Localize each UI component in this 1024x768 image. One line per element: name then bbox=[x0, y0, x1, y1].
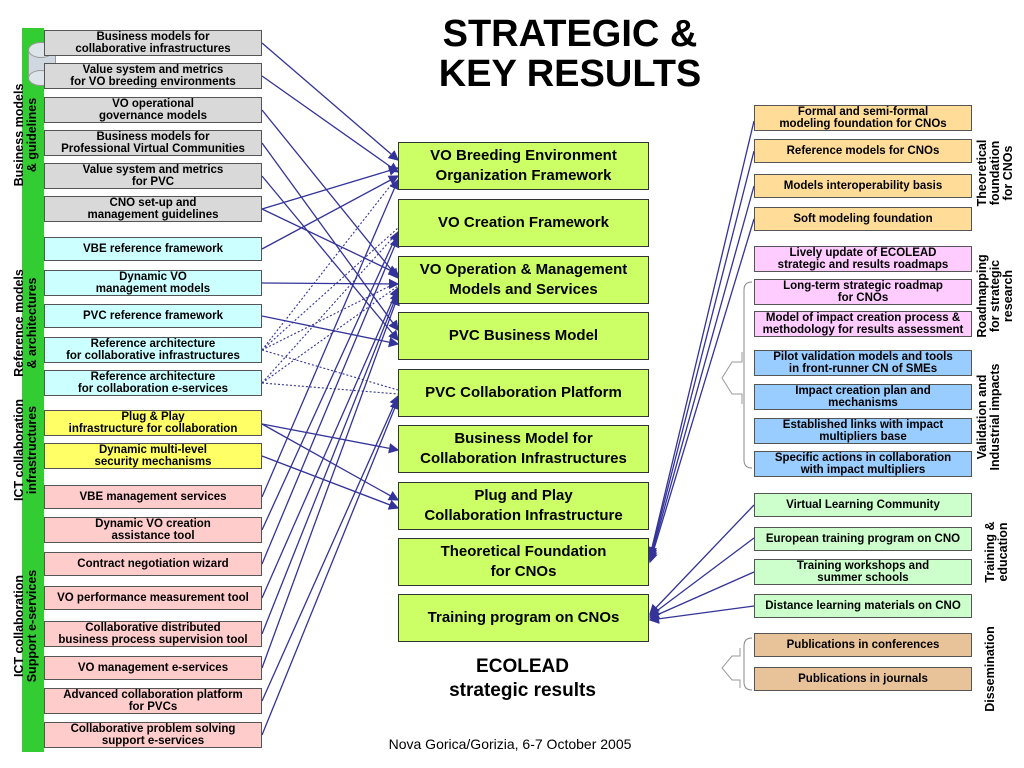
link-line bbox=[261, 142, 399, 332]
right-box-european-training: European training program on CNO bbox=[754, 527, 972, 551]
left-group-label-business-models: Business models & guidelines bbox=[12, 83, 39, 187]
link-line bbox=[647, 150, 755, 560]
right-box-distance-learning: Distance learning materials on CNO bbox=[754, 594, 972, 618]
link-line bbox=[648, 537, 755, 617]
link-line bbox=[261, 175, 400, 250]
link-line bbox=[261, 230, 399, 531]
right-box-impact-plan: Impact creation plan and mechanisms bbox=[754, 384, 972, 410]
center-box-pvc-business: PVC Business Model bbox=[398, 312, 649, 360]
left-box-vo-governance: VO operational governance models bbox=[44, 97, 262, 123]
footer-text: Nova Gorica/Gorizia, 6-7 October 2005 bbox=[388, 736, 632, 752]
right-box-journals: Publications in journals bbox=[754, 667, 972, 691]
link-line bbox=[647, 120, 755, 558]
left-box-dynamic-vo-models: Dynamic VO management models bbox=[44, 270, 262, 296]
right-box-soft-modeling: Soft modeling foundation bbox=[754, 207, 972, 231]
left-box-problem-solving: Collaborative problem solving support e-… bbox=[44, 722, 262, 748]
link-line bbox=[261, 236, 400, 565]
dotted-link-line bbox=[261, 349, 399, 391]
left-group-label-ict-support: ICT collaboration Support e-services bbox=[12, 569, 39, 683]
center-box-vo-creation: VO Creation Framework bbox=[398, 199, 649, 247]
right-group-label-training: Training & education bbox=[983, 521, 1010, 583]
right-box-lively-update: Lively update of ECOLEAD strategic and r… bbox=[754, 246, 972, 272]
left-box-vbe-services: VBE management services bbox=[44, 485, 262, 509]
dotted-link-line bbox=[261, 281, 399, 351]
link-line bbox=[648, 571, 755, 620]
left-box-pvc-reference: PVC reference framework bbox=[44, 304, 262, 328]
right-group-label-dissemination: Dissemination bbox=[983, 626, 997, 712]
link-line bbox=[261, 208, 400, 275]
center-box-business-infra: Business Model for Collaboration Infrast… bbox=[398, 425, 649, 473]
left-box-bp-supervision: Collaborative distributed business proce… bbox=[44, 621, 262, 647]
left-box-contract-wizard: Contract negotiation wizard bbox=[44, 552, 262, 576]
hollow-arrow-icon bbox=[721, 648, 741, 688]
left-box-value-system-pvc: Value system and metrics for PVC bbox=[44, 163, 262, 189]
center-box-training: Training program on CNOs bbox=[398, 594, 649, 642]
left-box-vo-creation-tool: Dynamic VO creation assistance tool bbox=[44, 517, 262, 543]
link-line bbox=[261, 278, 400, 290]
right-box-long-term-roadmap: Long-term strategic roadmap for CNOs bbox=[754, 279, 972, 305]
link-line bbox=[261, 286, 400, 599]
ecolead-caption: ECOLEAD strategic results bbox=[449, 656, 596, 701]
page-title: STRATEGIC & KEY RESULTS bbox=[438, 13, 702, 95]
link-line bbox=[261, 178, 400, 498]
link-line bbox=[647, 218, 755, 564]
link-line bbox=[261, 394, 400, 702]
left-box-vbe-reference: VBE reference framework bbox=[44, 237, 262, 261]
right-group-label-theoretical: Theoretical foundation for CNOs bbox=[975, 139, 1015, 207]
dotted-link-line bbox=[261, 231, 399, 384]
right-box-virtual-learning: Virtual Learning Community bbox=[754, 493, 972, 517]
link-line bbox=[261, 398, 400, 736]
left-box-vo-eservices: VO management e-services bbox=[44, 656, 262, 680]
right-box-conferences: Publications in conferences bbox=[754, 633, 972, 657]
hollow-arrow-icon bbox=[721, 352, 743, 404]
dotted-link-line bbox=[261, 175, 399, 351]
right-box-specific-actions: Specific actions in collaboration with i… bbox=[754, 451, 972, 477]
left-box-plug-play: Plug & Play infrastructure for collabora… bbox=[44, 410, 262, 436]
center-box-vbe-framework: VO Breeding Environment Organization Fra… bbox=[398, 142, 649, 190]
right-box-multipliers-links: Established links with impact multiplier… bbox=[754, 418, 972, 444]
link-line bbox=[648, 605, 755, 624]
center-box-vo-operation: VO Operation & Management Models and Ser… bbox=[398, 256, 649, 304]
left-box-cno-setup: CNO set-up and management guidelines bbox=[44, 196, 262, 222]
link-line bbox=[261, 175, 399, 342]
bracket bbox=[743, 281, 753, 469]
center-box-theoretical: Theoretical Foundation for CNOs bbox=[398, 538, 649, 586]
left-box-vo-performance: VO performance measurement tool bbox=[44, 586, 262, 610]
link-line bbox=[261, 290, 400, 635]
link-line bbox=[261, 42, 399, 161]
bracket bbox=[743, 637, 753, 691]
center-box-plug-play: Plug and Play Collaboration Infrastructu… bbox=[398, 482, 649, 530]
right-box-pilot-validation: Pilot validation models and tools in fro… bbox=[754, 350, 972, 376]
center-box-pvc-platform: PVC Collaboration Platform bbox=[398, 369, 649, 417]
left-green-strip bbox=[22, 28, 44, 752]
right-box-formal-modeling: Formal and semi-formal modeling foundati… bbox=[754, 105, 972, 131]
left-box-business-models-infra: Business models for collaborative infras… bbox=[44, 30, 262, 56]
right-box-workshops: Training workshops and summer schools bbox=[754, 559, 972, 585]
link-line bbox=[647, 185, 755, 562]
dotted-link-line bbox=[261, 382, 399, 395]
right-box-reference-models: Reference models for CNOs bbox=[754, 139, 972, 163]
dotted-link-line bbox=[261, 227, 399, 351]
link-line bbox=[649, 504, 755, 615]
left-box-pvc-platform: Advanced collaboration platform for PVCs bbox=[44, 688, 262, 714]
left-box-security: Dynamic multi-level security mechanisms bbox=[44, 443, 262, 469]
right-box-interoperability: Models interoperability basis bbox=[754, 174, 972, 198]
left-box-ref-arch-infra: Reference architecture for collaborative… bbox=[44, 337, 262, 363]
left-group-label-ict-infrastructures: ICT collaboration infrastructures bbox=[12, 398, 39, 502]
link-line bbox=[261, 423, 400, 454]
link-line bbox=[261, 165, 400, 210]
right-group-label-validation: Validation and Industrial impacts bbox=[975, 363, 1002, 471]
right-box-impact-model: Model of impact creation process & metho… bbox=[754, 311, 972, 337]
left-box-value-system-vbe: Value system and metrics for VO breeding… bbox=[44, 63, 262, 89]
link-line bbox=[261, 75, 400, 173]
left-box-business-models-pvc: Business models for Professional Virtual… bbox=[44, 130, 262, 156]
right-group-label-roadmapping: Roadmapping for strategic research bbox=[975, 254, 1015, 338]
left-group-label-reference-models: Reference models & architectures bbox=[12, 269, 39, 377]
left-box-ref-arch-eservices: Reference architecture for collaboration… bbox=[44, 370, 262, 396]
link-line bbox=[261, 294, 400, 669]
link-line bbox=[261, 109, 399, 280]
